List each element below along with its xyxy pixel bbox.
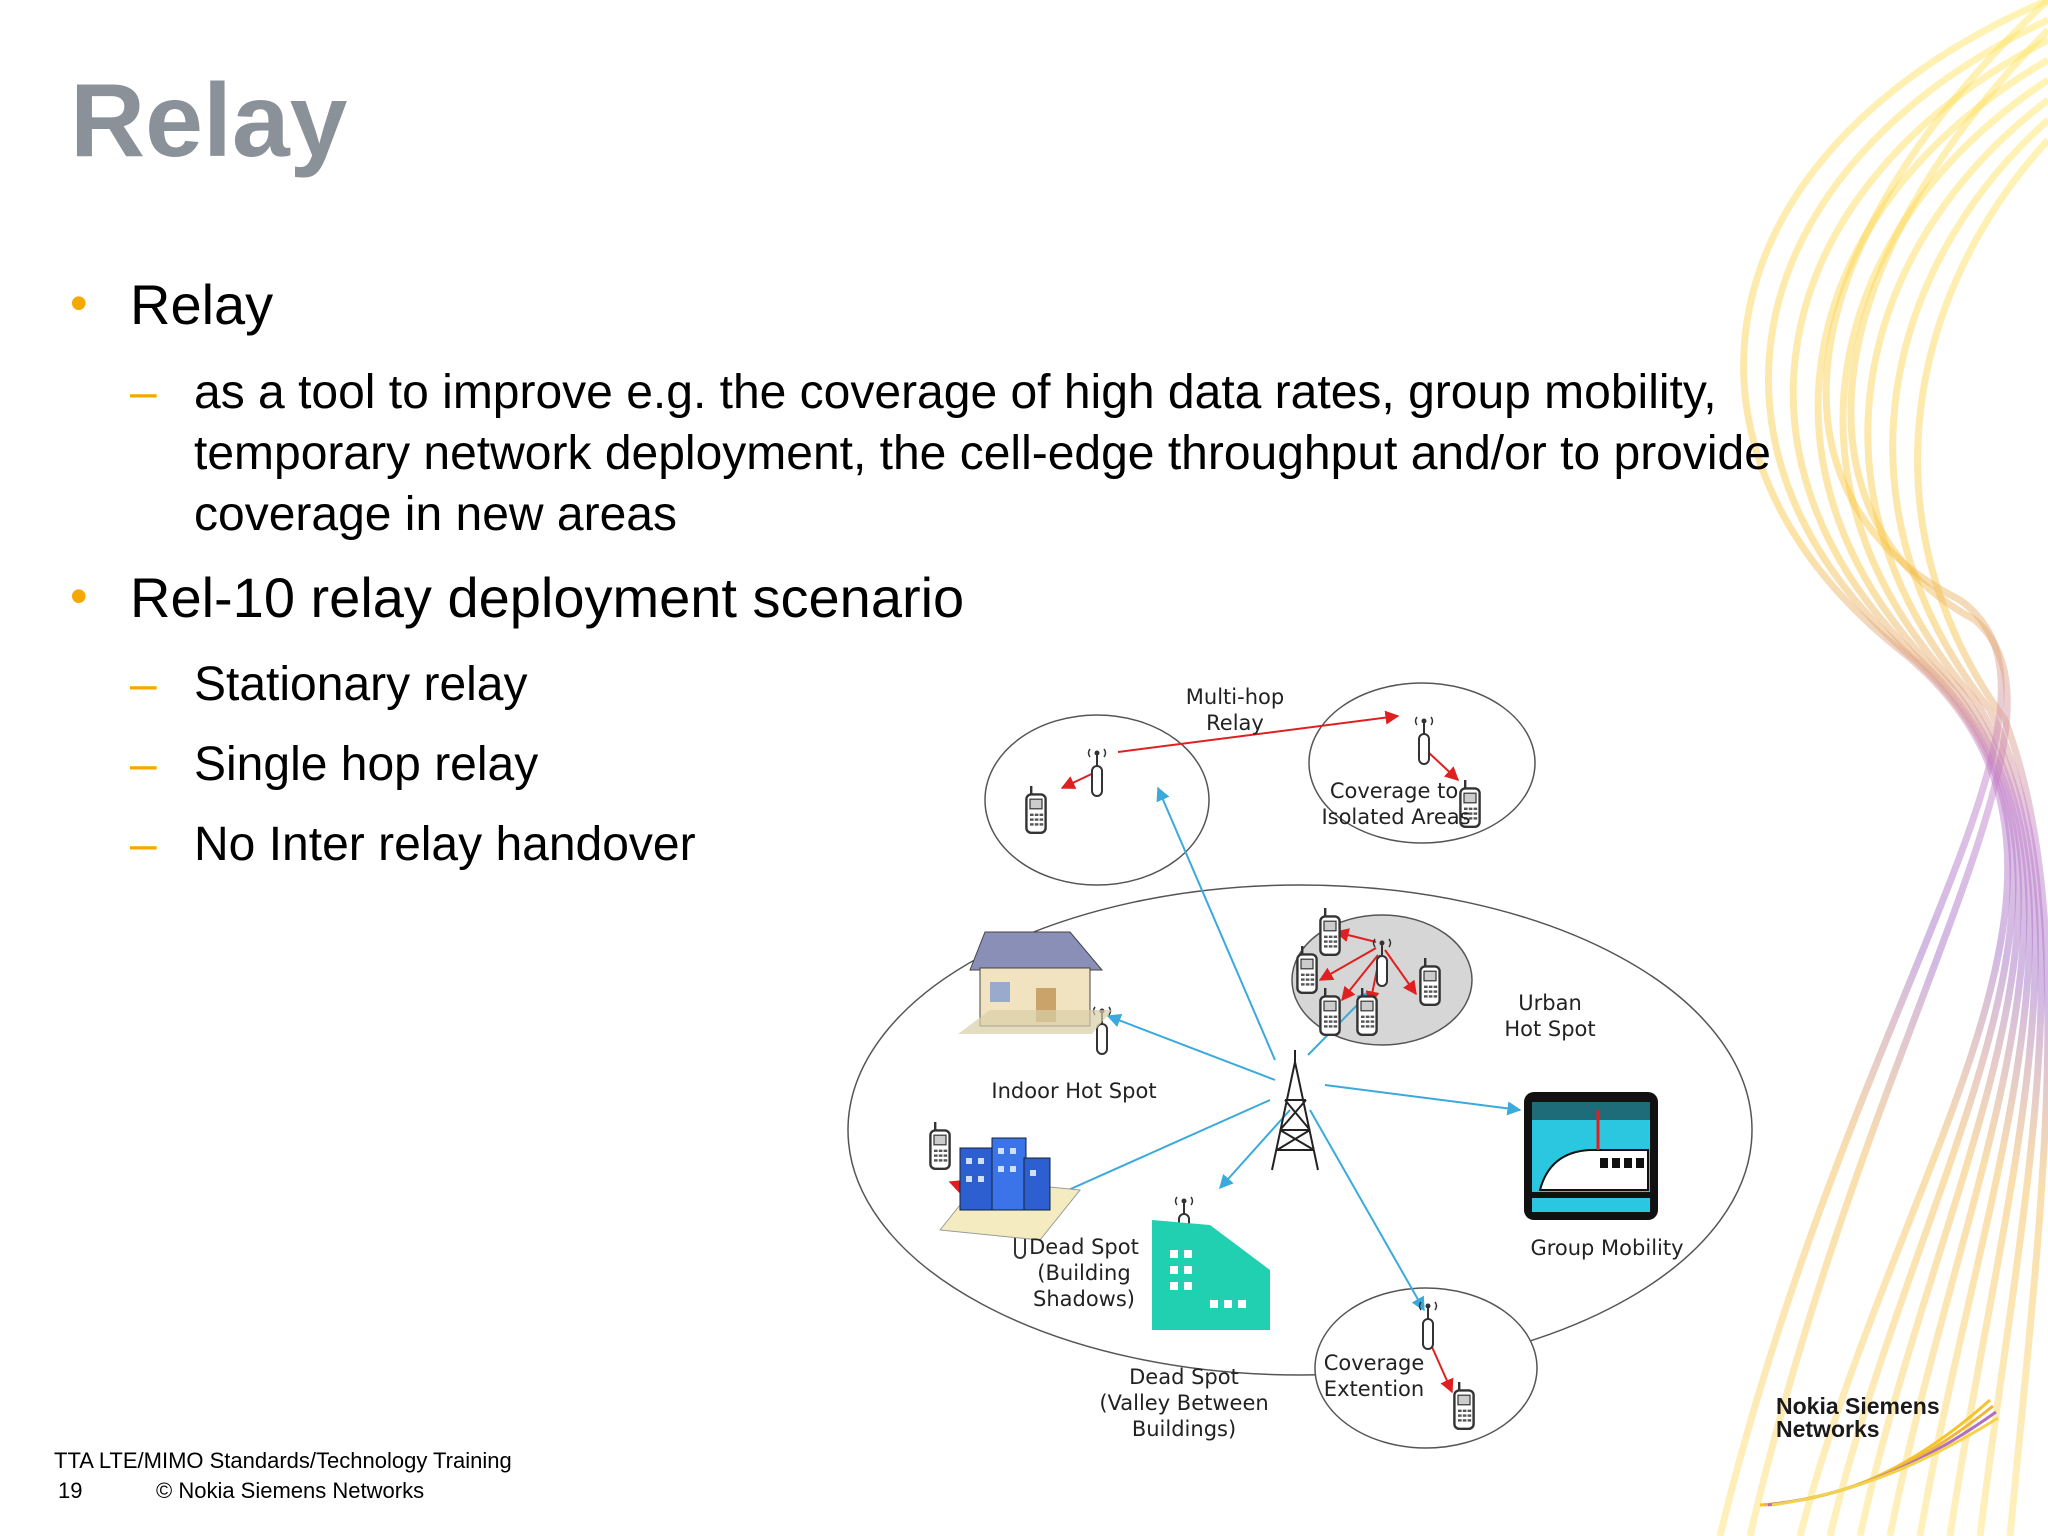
link-indoor xyxy=(1106,1013,1276,1081)
label-isolated: Isolated Areas xyxy=(1321,805,1470,829)
label-extension: Coverage xyxy=(1324,1351,1425,1375)
valley-building-icon xyxy=(1152,1220,1270,1330)
footer-course: TTA LTE/MIMO Standards/Technology Traini… xyxy=(54,1448,512,1473)
footer-page-number: 19 xyxy=(58,1478,83,1503)
label-multihop: Relay xyxy=(1206,711,1264,735)
sub-bullet-dash: – xyxy=(130,658,157,711)
label-group: Group Mobility xyxy=(1530,1236,1683,1260)
bullet-text: Relay xyxy=(130,273,274,336)
sub-bullet-dash: – xyxy=(130,366,157,419)
base-station-tower-icon xyxy=(1271,1050,1319,1171)
multihop-cell xyxy=(984,714,1210,886)
link-valley xyxy=(1219,1109,1291,1190)
label-extension: Extention xyxy=(1324,1377,1424,1401)
label-valley: (Valley Between xyxy=(1099,1391,1268,1415)
extension-cell xyxy=(1314,1287,1538,1449)
sub-bullet-dash: – xyxy=(130,738,157,791)
label-urban: Hot Spot xyxy=(1504,1017,1595,1041)
label-deadspot: Dead Spot xyxy=(1029,1235,1139,1259)
label-deadspot: (Building xyxy=(1037,1261,1130,1285)
logo-line2: Networks xyxy=(1776,1416,1880,1442)
sub-bullet-text: Stationary relay xyxy=(194,658,528,711)
bullet-text: Rel-10 relay deployment scenario xyxy=(130,566,965,629)
logo-line1: Nokia Siemens xyxy=(1776,1393,1940,1419)
train-icon xyxy=(1524,1092,1658,1220)
house-icon xyxy=(958,931,1112,1034)
label-multihop: Multi-hop xyxy=(1186,685,1284,709)
bullet-dot: • xyxy=(70,275,88,331)
phone-icon xyxy=(929,1122,951,1170)
relay-deployment-diagram: Multi-hop Relay Coverage to Isolated Are… xyxy=(847,682,1753,1449)
link-group xyxy=(1324,1084,1522,1116)
nokia-siemens-logo: Nokia Siemens Networks xyxy=(1776,1395,1940,1441)
link-multihop xyxy=(1156,786,1276,1061)
main-cell xyxy=(847,884,1753,1376)
buildings-icon xyxy=(939,1137,1081,1241)
sub-bullet-text: Single hop relay xyxy=(194,738,539,791)
label-isolated: Coverage to xyxy=(1330,779,1458,803)
sub-bullet-dash: – xyxy=(130,818,157,871)
label-indoor: Indoor Hot Spot xyxy=(991,1079,1156,1103)
label-valley: Buildings) xyxy=(1132,1417,1236,1441)
sub-bullet-text: as a tool to improve e.g. the coverage o… xyxy=(194,366,1771,541)
page-title: Relay xyxy=(70,63,348,179)
link-extension xyxy=(1309,1109,1425,1312)
label-urban: Urban xyxy=(1518,991,1582,1015)
logo-swoosh-icon xyxy=(1759,1398,1999,1507)
label-valley: Dead Spot xyxy=(1129,1365,1239,1389)
sub-bullet-text: No Inter relay handover xyxy=(194,818,696,871)
footer-copyright: © Nokia Siemens Networks xyxy=(156,1478,425,1503)
phone-icon xyxy=(1319,908,1341,956)
bullet-dot: • xyxy=(70,568,88,624)
label-deadspot: Shadows) xyxy=(1033,1287,1135,1311)
